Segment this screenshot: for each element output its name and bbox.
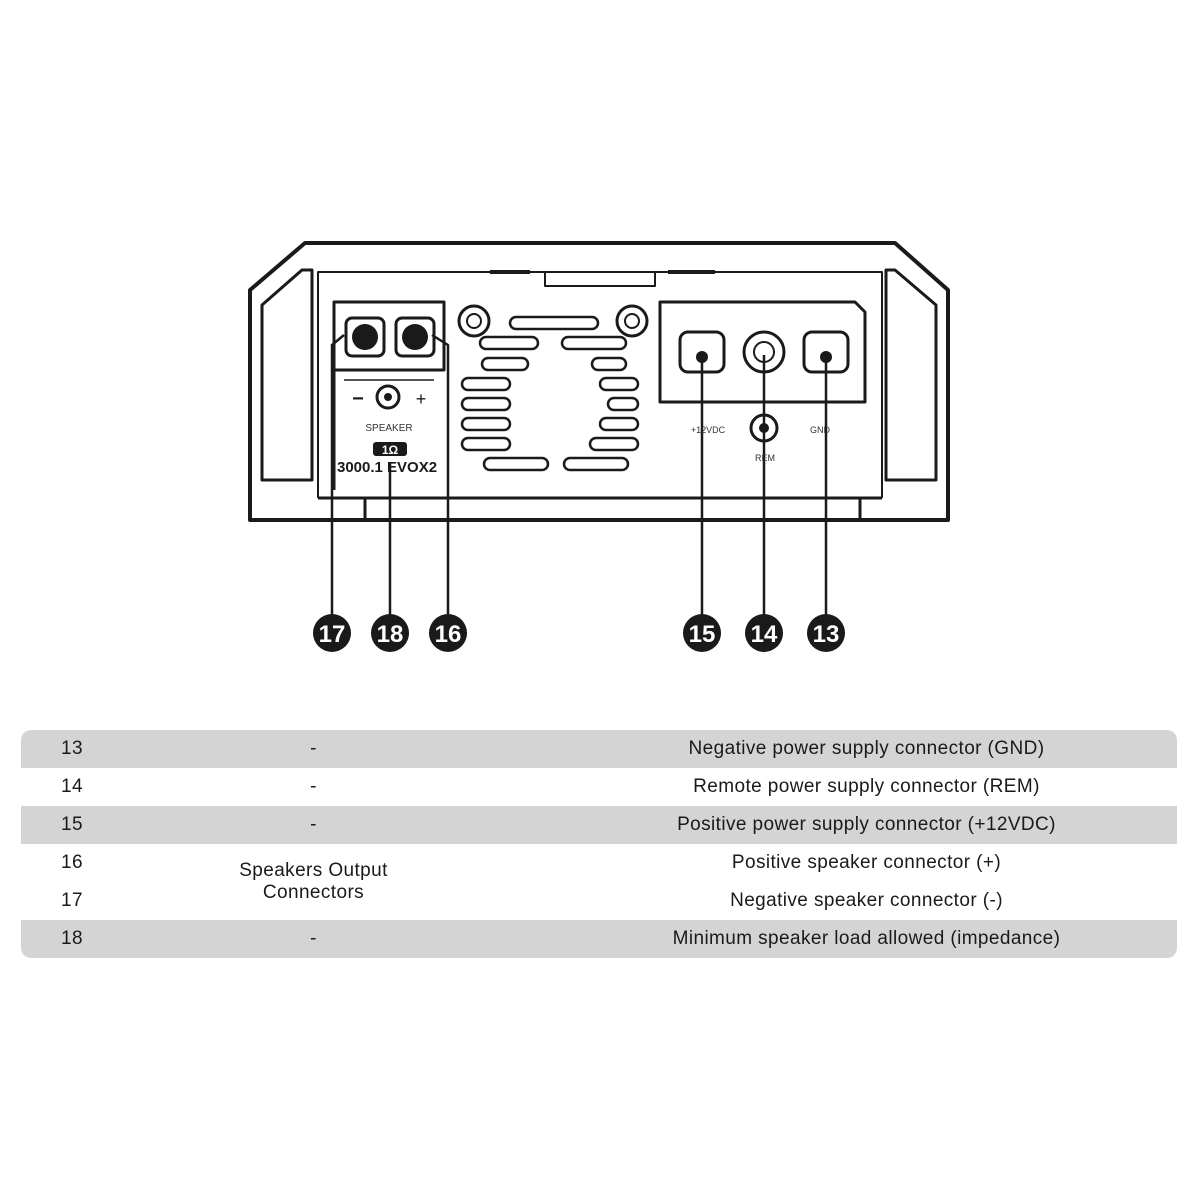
callout-number: 17 [319, 621, 346, 648]
callout-badge-17 [313, 614, 351, 652]
terminal-positive-screw [402, 324, 428, 350]
mounting-screw-right-icon [615, 304, 649, 338]
row-description: Minimum speaker load allowed (impedance) [672, 928, 1061, 949]
table-row: 18 - Minimum speaker load allowed (imped… [21, 920, 1177, 958]
row-number: 16 [61, 852, 83, 873]
amplifier-diagram: − + SPEAKER 1Ω 3000.1 EVOX2 +12VDC REM G… [248, 241, 950, 652]
model-label: 3000.1 EVOX2 [337, 459, 437, 476]
merged-group: Speakers Output Connectors [131, 844, 496, 920]
minus-symbol: − [352, 388, 364, 410]
gnd-label: GND [810, 425, 831, 435]
row-number: 13 [61, 738, 83, 759]
right-heatsink [884, 268, 938, 482]
row-number: 15 [61, 814, 83, 835]
table-row: 13 - Negative power supply connector (GN… [21, 730, 1177, 768]
callout-number: 18 [377, 621, 404, 648]
plus-symbol: + [416, 389, 427, 409]
mounting-screw-right-core [624, 313, 640, 329]
top-notch-center [544, 271, 656, 287]
terminal-negative[interactable] [344, 316, 386, 358]
ground-bolt-center [384, 393, 392, 401]
chassis-outline [248, 241, 950, 522]
speaker-label: SPEAKER [365, 423, 412, 434]
terminal-12vdc-screw [696, 351, 708, 363]
row-description: Remote power supply connector (REM) [693, 776, 1040, 797]
group-label-line2: Connectors [262, 882, 365, 903]
impedance-badge-bg [373, 442, 407, 456]
callout-badge-14 [745, 614, 783, 652]
power-terminal-block [658, 300, 867, 404]
callout-leaders [330, 333, 828, 618]
mounting-screw-left-icon [457, 304, 491, 338]
row-group: - [310, 776, 317, 797]
callout-badge-18 [371, 614, 409, 652]
callout-badge-13 [807, 614, 845, 652]
rem-label: REM [755, 453, 775, 463]
terminal-negative-screw [352, 324, 378, 350]
callout-number: 15 [689, 621, 716, 648]
row-number: 17 [61, 890, 83, 911]
group-label-line1: Speakers Output [239, 860, 388, 881]
callout-badge-15 [683, 614, 721, 652]
row-description: Positive power supply connector (+12VDC) [677, 814, 1056, 835]
row-description: Negative power supply connector (GND) [688, 738, 1045, 759]
callout-number: 13 [813, 621, 840, 648]
merged-numbers: 16 17 [21, 844, 131, 920]
vent-grille [460, 315, 640, 472]
row-description: Negative speaker connector (-) [730, 890, 1003, 911]
terminal-gnd-screw [820, 351, 832, 363]
left-heatsink [260, 268, 314, 482]
callout-number: 16 [435, 621, 462, 648]
row-group: - [310, 738, 317, 759]
row-group: - [310, 928, 317, 949]
callout-badges: 17 18 16 15 14 13 [313, 614, 845, 652]
row-number: 18 [61, 928, 83, 949]
vdc-label: +12VDC [691, 425, 726, 435]
table-row-merged: 16 17 Speakers Output Connectors Positiv… [21, 844, 1177, 920]
callout-badge-16 [429, 614, 467, 652]
row-group: - [310, 814, 317, 835]
chassis-base [250, 496, 948, 522]
row-description: Positive speaker connector (+) [731, 852, 1002, 873]
speaker-terminal-block [332, 300, 446, 490]
impedance-badge: 1Ω [382, 443, 399, 457]
merged-descriptions: Positive speaker connector (+) Negative … [496, 844, 1177, 920]
ground-bolt-icon [375, 384, 401, 410]
row-number: 14 [61, 776, 83, 797]
callout-number: 14 [751, 621, 778, 648]
table-row: 14 - Remote power supply connector (REM) [21, 768, 1177, 806]
spec-table: 13 - Negative power supply connector (GN… [21, 730, 1177, 958]
table-row: 15 - Positive power supply connector (+1… [21, 806, 1177, 844]
mounting-screw-left-core [466, 313, 482, 329]
